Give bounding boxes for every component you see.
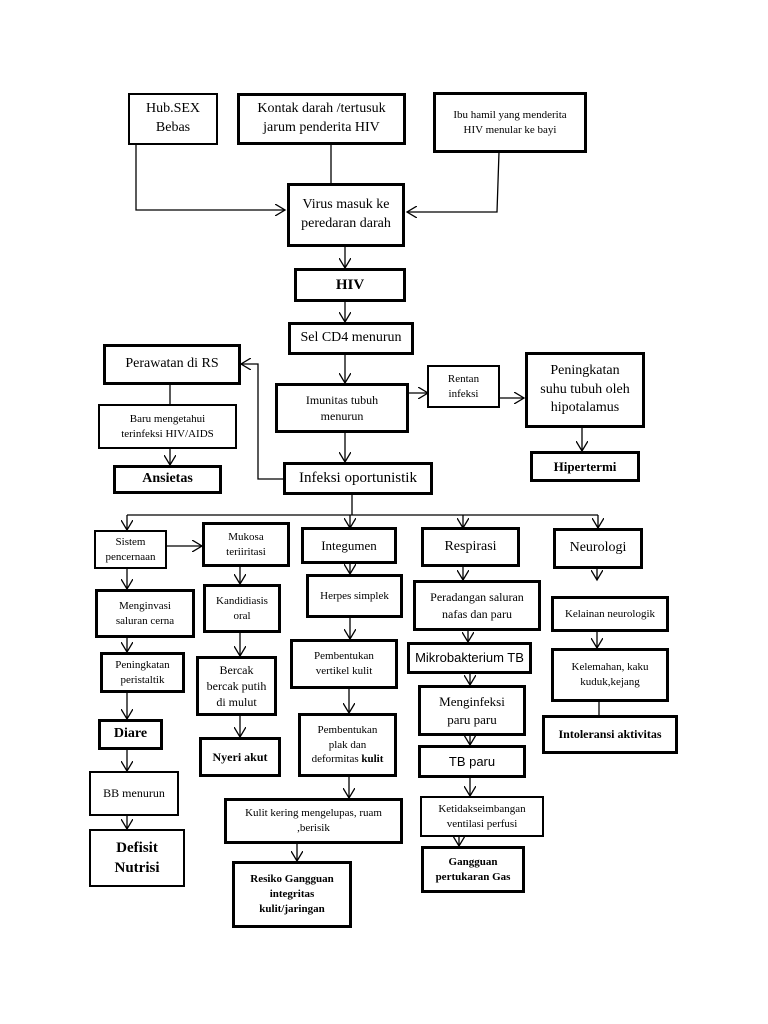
node-nyeri-akut: Nyeri akut	[199, 737, 281, 777]
node-mikrobakterium: Mikrobakterium TB	[407, 642, 532, 674]
node-ansietas: Ansietas	[113, 465, 222, 494]
node-peningkatan-suhu: Peningkatan suhu tubuh oleh hipotalamus	[525, 352, 645, 428]
node-baru-tahu: Baru mengetahui terinfeksi HIV/AIDS	[98, 404, 237, 449]
node-tb-paru: TB paru	[418, 745, 526, 778]
node-herpes: Herpes simplek	[306, 574, 403, 618]
node-perawatan-rs: Perawatan di RS	[103, 344, 241, 385]
node-respirasi: Respirasi	[421, 527, 520, 567]
node-vertikel: Pembentukan vertikel kulit	[290, 639, 398, 689]
node-defisit-nutrisi: Defisit Nutrisi	[89, 829, 185, 887]
node-infeksi-oportunistik: Infeksi oportunistik	[283, 462, 433, 495]
node-imunitas: Imunitas tubuh menurun	[275, 383, 409, 433]
node-bercak: Bercak bercak putih di mulut	[196, 656, 277, 716]
node-menginvasi: Menginvasi saluran cerna	[95, 589, 195, 638]
connector-ibu-virus	[407, 151, 500, 212]
node-ketidakseimbangan: Ketidakseimbangan ventilasi perfusi	[420, 796, 544, 837]
node-integumen: Integumen	[301, 527, 397, 564]
node-peradangan: Peradangan saluran nafas dan paru	[413, 580, 541, 631]
connector-infeksi-rs	[241, 364, 284, 480]
node-sistem-pencernaan: Sistem pencernaan	[94, 530, 167, 569]
node-hipertermi: Hipertermi	[530, 451, 640, 482]
node-diare: Diare	[98, 719, 163, 750]
node-cd4: Sel CD4 menurun	[288, 322, 414, 355]
node-kandidiasis: Kandidiasis oral	[203, 584, 281, 633]
node-intoleransi: Intoleransi aktivitas	[542, 715, 678, 754]
node-hiv: HIV	[294, 268, 406, 302]
node-bb-menurun: BB menurun	[89, 771, 179, 816]
node-resiko: Resiko Gangguan integritas kulit/jaringa…	[232, 861, 352, 928]
node-kelemahan: Kelemahan, kaku kuduk,kejang	[551, 648, 669, 702]
node-gangguan-gas: Gangguan pertukaran Gas	[421, 846, 525, 893]
node-ibu-hamil: Ibu hamil yang menderita HIV menular ke …	[433, 92, 587, 153]
node-mukosa: Mukosa teriiritasi	[202, 522, 290, 567]
node-rentan: Rentan infeksi	[427, 365, 500, 408]
node-virus-masuk: Virus masuk ke peredaran darah	[287, 183, 405, 247]
node-kontak-darah: Kontak darah /tertusuk jarum penderita H…	[237, 93, 406, 145]
connector-hubsex-virus	[135, 144, 285, 210]
node-neurologi: Neurologi	[553, 528, 643, 569]
node-plak: Pembentukan plak dan deformitas kulit	[298, 713, 397, 777]
node-kulit-kering: Kulit kering mengelupas, ruam ,berisik	[224, 798, 403, 844]
node-peristaltik: Peningkatan peristaltik	[100, 652, 185, 693]
node-menginfeksi: Menginfeksi paru paru	[418, 685, 526, 736]
node-hub-sex: Hub.SEX Bebas	[128, 93, 218, 145]
node-kelainan: Kelainan neurologik	[551, 596, 669, 632]
